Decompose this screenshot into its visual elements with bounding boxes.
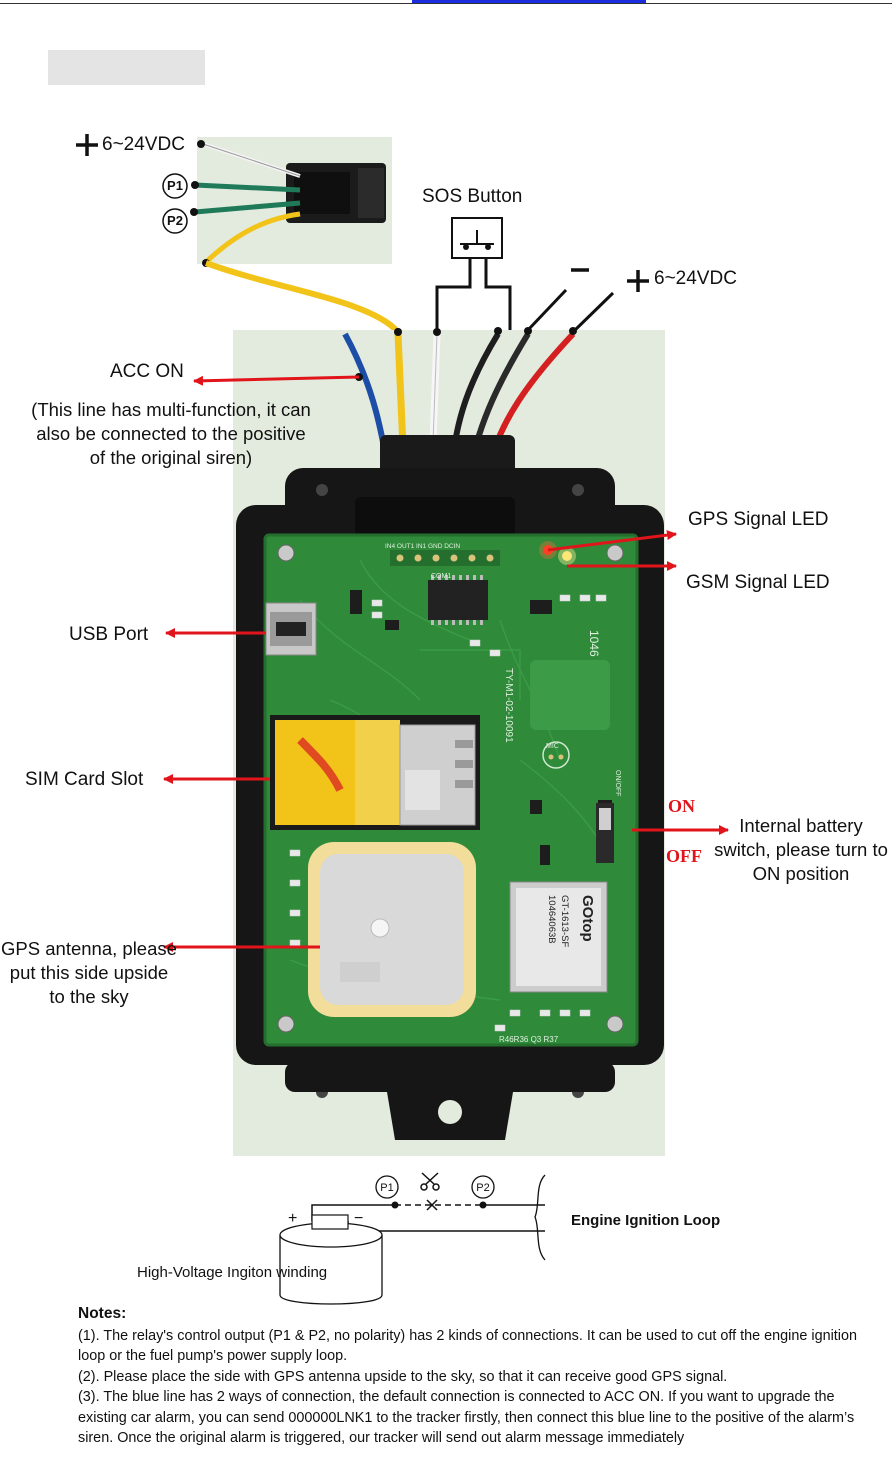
usb-port-label: USB Port [69,624,149,645]
coil-label: High-Voltage Ingiton winding [137,1264,327,1281]
gsm-led-icon [562,551,572,561]
ignition-loop-diagram: P1 P2 + − Engine Ignition Loop High-Volt… [137,1172,720,1305]
ignition-p2-text: P2 [476,1182,489,1194]
gps-led-arrow [547,530,677,552]
pcb-com1-text: COM1 [431,573,451,580]
gps-antenna-label: GPS antenna, please put this side upside… [1,938,177,1007]
p1-badge: P1 [167,178,183,193]
scissors-icon [420,1172,440,1191]
note-item-3: (3). The blue line has 2 ways of connect… [78,1389,855,1446]
pcb-onoff-text: ON/OFF [614,770,621,796]
pcb-version-text: 1046 [587,630,601,657]
switch-off-label: OFF [666,846,702,866]
main-power-label: 6~24VDC [654,268,737,289]
header-rule [0,3,892,4]
ignition-plus-text: + [288,1210,297,1227]
header-link-underline [412,0,646,3]
ignition-coil-icon [279,1214,383,1305]
p2-badge: P2 [167,213,183,228]
sos-button-label: SOS Button [422,186,523,207]
module-brand-text: GOtop [579,895,596,942]
gps-led-label: GPS Signal LED [688,509,829,530]
pcb-mic-text: MIC [546,743,559,750]
pcb-bottom-text: R46R36 Q3 R37 [499,1035,559,1044]
note-item-2: (2). Please place the side with GPS ante… [78,1368,728,1385]
connector-power-label: 6~24VDC [102,134,185,155]
acc-on-note: (This line has multi-function, it can al… [31,399,311,468]
acc-on-arrow [193,375,360,386]
engine-loop-label: Engine Ignition Loop [571,1212,720,1229]
switch-on-label: ON [668,796,695,816]
ignition-minus-text: − [354,1210,363,1227]
note-item-1: (1). The relay's control output (P1 & P2… [78,1327,857,1365]
notes-heading: Notes: [78,1305,127,1322]
sim-slot-label: SIM Card Slot [25,769,144,790]
pcb-code-text: TY-M1-02-10091 [503,668,514,743]
device-illustration: GOtop GT-1613-SF 10464063B IN4 OUT1 IN1 … [76,134,729,1156]
battery-switch-label: Internal battery switch, please turn to … [714,815,888,884]
acc-on-label: ACC ON [110,361,184,382]
module-model-text: GT-1613-SF [559,895,570,947]
gsm-led-label: GSM Signal LED [686,572,830,593]
pcb-header-text: IN4 OUT1 IN1 GND DCIN [385,543,460,550]
module-serial-text: 10464063B [546,895,557,944]
ignition-p1-text: P1 [380,1182,393,1194]
section-title-placeholder [48,50,205,85]
notes-section: Notes: (1). The relay's control output (… [78,1304,878,1449]
